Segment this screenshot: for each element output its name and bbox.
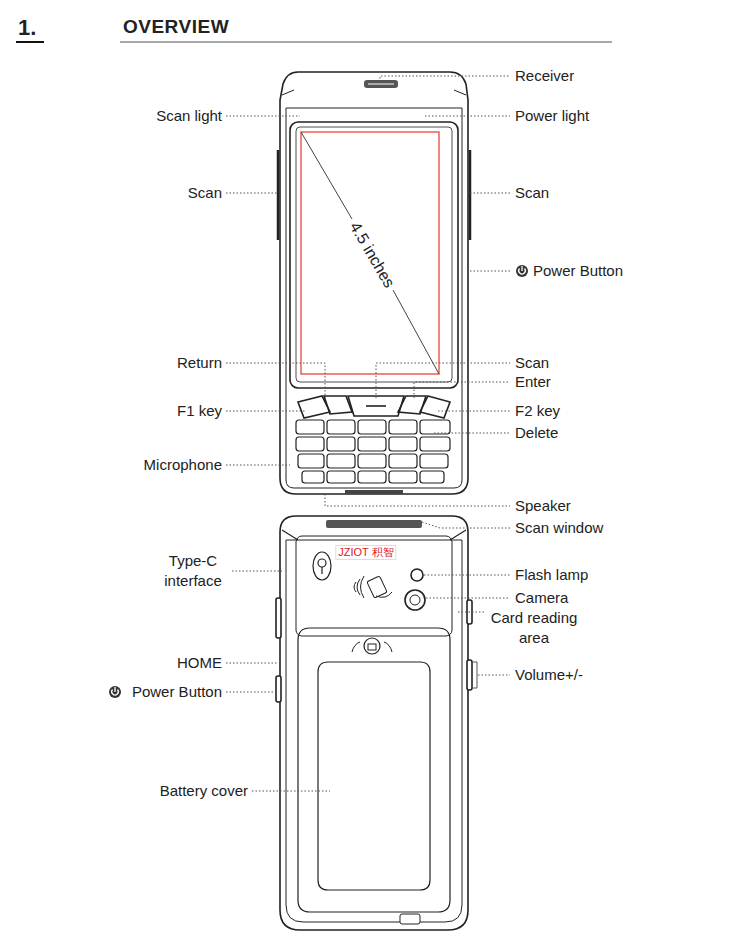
part-label: Volume+/- [515, 665, 583, 685]
part-label: F1 key [177, 401, 222, 421]
watermark: JZIOT 积智 [335, 545, 396, 560]
part-label: Power light [515, 106, 589, 126]
part-label: Receiver [515, 66, 574, 86]
part-label: Type-C interface [153, 551, 233, 591]
part-label: Scan [515, 183, 549, 203]
part-label: Power Button [132, 682, 222, 702]
part-label: Card reading area [482, 608, 586, 648]
section-title: OVERVIEW [123, 16, 229, 38]
part-label: Scan [188, 183, 222, 203]
part-label: Battery cover [160, 781, 248, 801]
section-number: 1. [18, 15, 36, 41]
part-label: Flash lamp [515, 565, 588, 585]
part-label: Power Button [533, 261, 623, 281]
part-label: Scan [515, 353, 549, 373]
part-label: HOME [177, 653, 222, 673]
part-label: F2 key [515, 401, 560, 421]
part-label: Camera [515, 588, 568, 608]
part-label: Scan light [156, 106, 222, 126]
part-label: Microphone [144, 455, 222, 475]
part-label: Enter [515, 372, 551, 392]
part-label: Scan window [515, 518, 603, 538]
part-label: Speaker [515, 496, 571, 516]
part-label: Delete [515, 423, 558, 443]
part-label: Return [177, 353, 222, 373]
